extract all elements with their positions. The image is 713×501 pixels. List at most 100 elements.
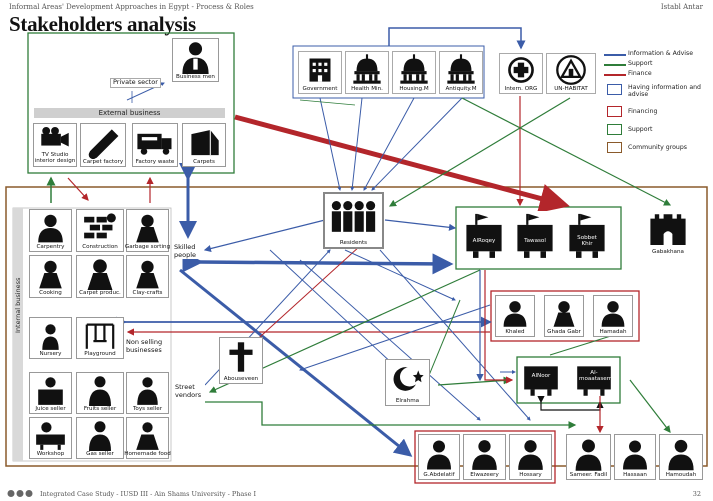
- carpet-production-node[interactable]: Carpet produc.: [76, 255, 124, 298]
- fruits-seller-label: Fruits seller: [83, 406, 117, 412]
- legend-support: Support: [628, 60, 653, 67]
- tawasol-node[interactable]: Tawasol: [513, 211, 557, 263]
- legend-financing: Financing: [628, 108, 658, 115]
- gabakhana-node[interactable]: Gabakhana: [646, 208, 690, 256]
- man-icon: [601, 301, 625, 327]
- residents-node[interactable]: Residents: [323, 192, 384, 249]
- khaled-node[interactable]: Khaled: [495, 295, 535, 337]
- man-icon: [503, 301, 527, 327]
- tv-studio-node[interactable]: TV Studio interior design: [33, 123, 77, 167]
- garbage-sorting-label: Garbage sorting: [124, 244, 171, 250]
- header-author: Istabl Antar: [660, 3, 703, 11]
- construction-label: Construction: [82, 244, 118, 250]
- footer-logo-icon: [7, 490, 33, 497]
- sobbet-khir-node[interactable]: Sobbet Khir: [565, 211, 609, 263]
- g-abdelatif-node[interactable]: G.Abdelatif: [418, 434, 460, 480]
- playground-node[interactable]: Playground: [76, 317, 124, 359]
- carpets-icon: [191, 129, 219, 156]
- building-icon: [309, 58, 331, 82]
- playground-label: Playground: [84, 351, 116, 357]
- truck-icon: [137, 133, 172, 155]
- cooking-node[interactable]: Cooking: [29, 255, 72, 298]
- government-node[interactable]: Government: [298, 51, 342, 94]
- ngo-building-icon: [466, 213, 502, 258]
- construction-node[interactable]: Construction: [76, 209, 124, 252]
- ghada-gabr-node[interactable]: Ghada Gabr: [544, 295, 584, 337]
- hamadah-node[interactable]: Hamadah: [593, 295, 633, 337]
- housing-ministry-node[interactable]: Housing.M: [392, 51, 436, 94]
- antiquity-ministry-node[interactable]: Antiquity.M: [439, 51, 483, 94]
- un-habitat-node[interactable]: UN-HABITAT: [546, 53, 596, 94]
- cross-icon: [229, 342, 253, 372]
- man-icon: [472, 440, 497, 470]
- factory-waste-label: Factory waste: [135, 159, 175, 165]
- carpentry-node[interactable]: Carpentry: [29, 209, 72, 252]
- housing-ministry-label: Housing.M: [399, 86, 429, 92]
- alnoor-label: AlNoor: [531, 373, 551, 379]
- hamadah-label: Hamadah: [599, 329, 627, 335]
- homemade-food-label: Homemade food: [124, 451, 171, 457]
- gabakhana-label: Gabakhana: [652, 249, 684, 255]
- alnoor-node[interactable]: AlNoor: [520, 364, 562, 396]
- hassaan-node[interactable]: Hassaan: [614, 434, 656, 480]
- elwazeery-label: Elwazeery: [470, 472, 499, 478]
- footer-text: Integrated Case Study - IUSD III - Ain S…: [40, 490, 257, 498]
- elwazeery-node[interactable]: Elwazeery: [463, 434, 506, 480]
- antiquity-ministry-label: Antiquity.M: [445, 86, 477, 92]
- legend-support-box: Support: [628, 126, 653, 133]
- legend-community: Community groups: [628, 144, 687, 151]
- business-men-label: Business men: [176, 74, 215, 80]
- worker-icon: [38, 214, 63, 243]
- external-business-label: External business: [98, 109, 161, 117]
- hossary-node[interactable]: Hossary: [509, 434, 552, 480]
- gas-seller-node[interactable]: Gas seller: [76, 417, 124, 459]
- non-selling-businesses-label: Non selling businesses: [126, 338, 168, 354]
- almoaatasem-node[interactable]: Al-moaatasem: [573, 364, 615, 396]
- clay-crafts-node[interactable]: Clay-crafts: [126, 255, 169, 298]
- ngo-building-icon: [569, 213, 605, 258]
- legend-info: Information & Advise: [628, 50, 694, 57]
- nursery-node[interactable]: Nursery: [29, 317, 72, 359]
- carpentry-label: Carpentry: [36, 244, 65, 250]
- red-cross-icon: [508, 57, 534, 83]
- health-ministry-node[interactable]: Health Min.: [345, 51, 389, 94]
- tawasol-label: Tawasol: [524, 238, 546, 244]
- man-icon: [668, 439, 694, 471]
- homemade-food-node[interactable]: Homemade food: [124, 417, 171, 459]
- toys-seller-label: Toys seller: [132, 406, 163, 412]
- business-men-node[interactable]: Business men: [172, 38, 219, 82]
- nursery-label: Nursery: [39, 351, 62, 357]
- man-icon: [427, 440, 451, 470]
- workshop-node[interactable]: Workshop: [29, 417, 72, 459]
- toys-seller-node[interactable]: Toys seller: [126, 372, 169, 414]
- brick-wall-icon: [84, 213, 116, 239]
- juice-seller-node[interactable]: Juice seller: [29, 372, 72, 414]
- abouseveen-label: Abouseveen: [223, 376, 259, 382]
- carpet-factory-node[interactable]: Carpet factory: [80, 123, 126, 167]
- carpet-factory-label: Carpet factory: [82, 159, 124, 165]
- fruits-seller-node[interactable]: Fruits seller: [76, 372, 124, 414]
- garbage-sorting-node[interactable]: Garbage sorting: [124, 209, 171, 252]
- alroqey-node[interactable]: AlRoqey: [462, 211, 506, 263]
- ngo-building-icon: [517, 213, 553, 258]
- sameer-fadil-node[interactable]: Sameer. Fadil: [566, 434, 611, 480]
- community-groups-frame: [5, 186, 708, 467]
- vendor-icon: [38, 377, 63, 405]
- hamoudah-node[interactable]: Hamoudah: [659, 434, 703, 480]
- factory-waste-node[interactable]: Factory waste: [132, 123, 178, 167]
- woman-icon: [87, 259, 113, 290]
- man-icon: [575, 439, 602, 471]
- alroqey-label: AlRoqey: [472, 238, 496, 244]
- intern-org-node[interactable]: Intern. ORG: [499, 53, 543, 94]
- vendor-icon: [89, 376, 111, 406]
- ghada-gabr-label: Ghada Gabr: [547, 329, 581, 335]
- un-habitat-label: UN-HABITAT: [554, 86, 588, 92]
- elrahma-node[interactable]: Elrahma: [385, 359, 430, 406]
- carpets-node[interactable]: Carpets: [182, 123, 226, 167]
- woman-icon: [136, 260, 159, 289]
- abouseveen-node[interactable]: Abouseveen: [219, 337, 263, 384]
- ngo-building-icon: [524, 366, 558, 396]
- capitol-dome-icon: [400, 54, 428, 84]
- intern-org-label: Intern. ORG: [504, 86, 538, 92]
